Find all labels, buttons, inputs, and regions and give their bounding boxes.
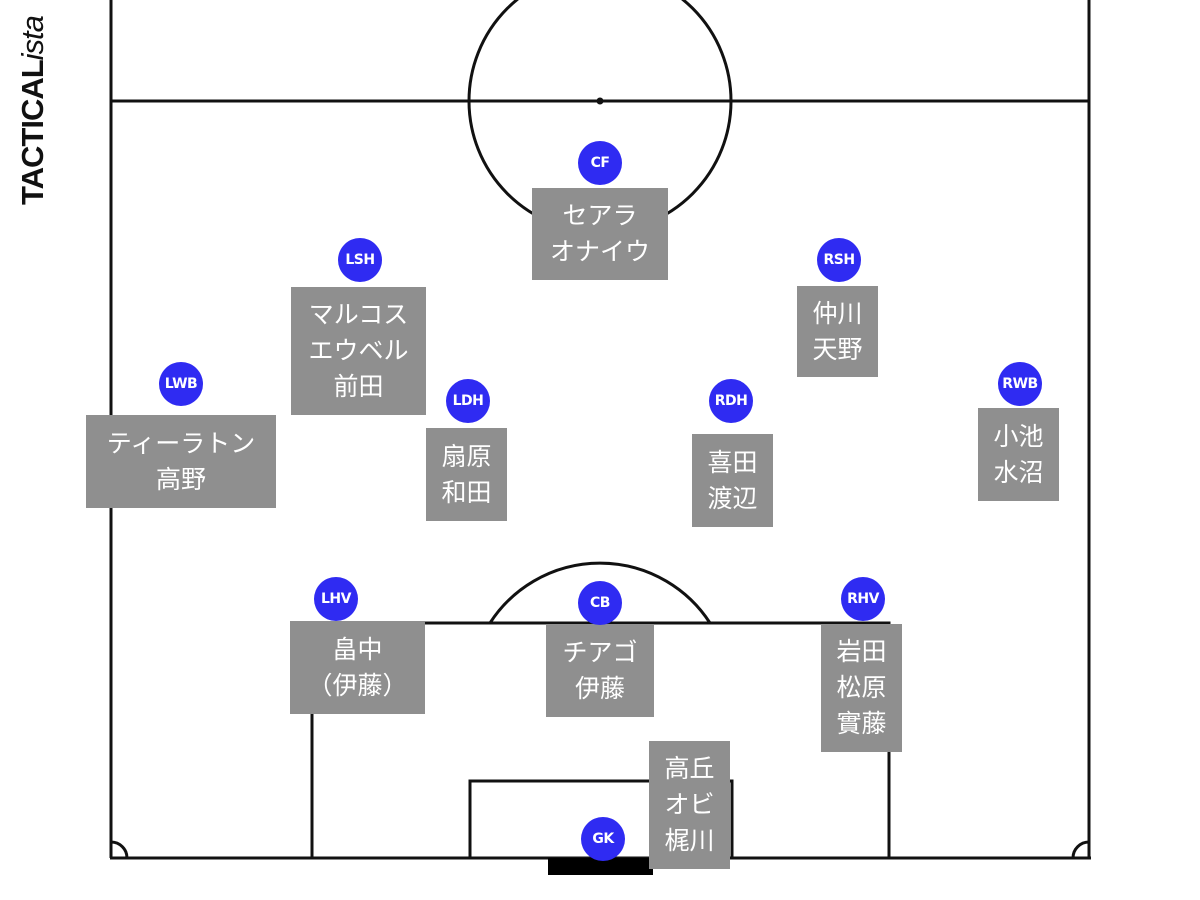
name-box-rsh: 仲川 天野	[797, 286, 878, 377]
goal	[548, 858, 653, 875]
center-spot	[596, 97, 604, 105]
player-name: 梶川	[664, 826, 715, 855]
name-box-lhv: 畠中 （伊藤）	[290, 621, 425, 714]
corner-arc-left	[110, 840, 129, 859]
name-box-rdh: 喜田 渡辺	[692, 434, 773, 527]
player-name: オビ	[664, 790, 715, 819]
player-name: 水沼	[993, 457, 1044, 487]
name-box-cb: チアゴ 伊藤	[546, 624, 654, 717]
player-name: 扇原	[441, 441, 492, 471]
position-badge-ldh: LDH	[446, 379, 490, 423]
player-name: 和田	[441, 477, 492, 507]
name-box-lwb: ティーラトン 高野	[86, 415, 276, 508]
position-badge-lhv: LHV	[314, 577, 358, 621]
name-box-gk: 高丘 オビ 梶川	[649, 741, 730, 869]
player-name: 畠中	[332, 634, 383, 664]
penalty-arc	[488, 561, 712, 624]
name-box-rhv: 岩田 松原 實藤	[821, 624, 902, 752]
player-name: 喜田	[707, 447, 758, 477]
player-name: 仲川	[812, 298, 863, 328]
position-badge-lsh: LSH	[338, 238, 382, 282]
position-badge-rdh: RDH	[709, 379, 753, 423]
player-name: チアゴ	[562, 637, 638, 667]
player-name: ティーラトン	[106, 428, 256, 458]
position-badge-rsh: RSH	[817, 238, 861, 282]
position-badge-rwb: RWB	[998, 362, 1042, 406]
name-box-ldh: 扇原 和田	[426, 428, 507, 521]
player-name: 松原	[836, 673, 887, 702]
player-name: 實藤	[836, 709, 887, 738]
position-badge-lwb: LWB	[159, 362, 203, 406]
player-name: 天野	[812, 334, 863, 364]
name-box-rwb: 小池 水沼	[978, 408, 1059, 501]
player-name: 渡辺	[707, 483, 758, 513]
player-name: 伊藤	[574, 673, 625, 703]
position-badge-gk: GK	[581, 817, 625, 861]
player-name: （伊藤）	[307, 670, 408, 700]
player-name: エウベル	[308, 336, 409, 365]
corner-arc-right	[1071, 840, 1090, 859]
player-name: セアラ	[562, 201, 638, 230]
name-box-lsh: マルコス エウベル 前田	[291, 287, 426, 415]
player-name: 岩田	[836, 637, 887, 666]
position-badge-cb: CB	[578, 581, 622, 625]
player-name: オナイウ	[549, 237, 650, 266]
position-badge-rhv: RHV	[841, 577, 885, 621]
player-name: 小池	[993, 421, 1044, 451]
name-box-cf: セアラ オナイウ	[532, 188, 668, 280]
position-badge-cf: CF	[578, 141, 622, 185]
player-name: 高丘	[664, 754, 715, 783]
player-name: 前田	[333, 372, 384, 401]
player-name: 高野	[155, 464, 206, 494]
player-name: マルコス	[308, 300, 409, 329]
